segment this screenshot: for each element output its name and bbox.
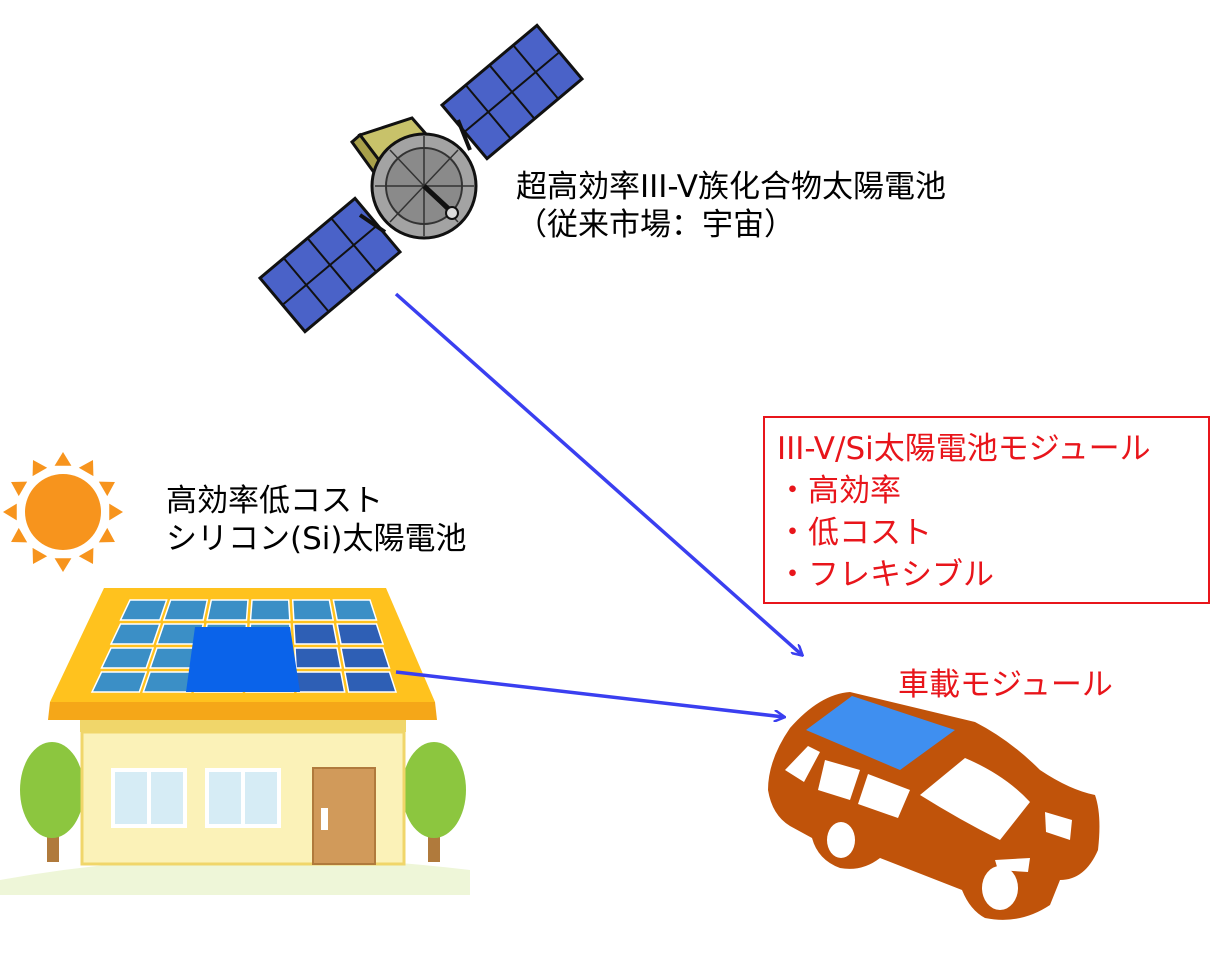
sun-ray	[32, 547, 48, 564]
sun-icon	[3, 452, 123, 572]
solar-cell	[90, 671, 148, 693]
sun-ray	[78, 460, 94, 477]
sun-ray	[98, 481, 115, 497]
sun-ray	[11, 527, 28, 543]
arrow-satellite-to-car	[394, 292, 802, 655]
sun-ray	[11, 481, 28, 497]
sun-ray	[98, 527, 115, 543]
satellite-label-line1: 超高効率III-V族化合物太陽電池	[516, 169, 947, 205]
feature-box-title: III-V/Si太陽電池モジュール	[777, 431, 1151, 467]
house-icon	[48, 588, 437, 866]
car-label: 車載モジュール	[898, 667, 1113, 703]
sun-ray	[32, 460, 48, 477]
solar-cell	[100, 647, 155, 669]
sun-ray	[54, 558, 72, 572]
feature-item-cost: ・低コスト	[777, 515, 932, 551]
satellite-icon	[257, 23, 585, 334]
satellite-label-line2: （従来市場：宇宙）	[516, 207, 795, 243]
highlighted-solar-module	[186, 627, 300, 692]
car-icon	[768, 692, 1100, 920]
solar-cell	[249, 599, 291, 621]
house-label-line1: 高効率低コスト	[166, 483, 383, 519]
feature-item-efficiency: ・高効率	[777, 473, 901, 509]
solar-cell	[332, 599, 378, 621]
feature-item-flexible: ・フレキシブル	[777, 557, 994, 593]
solar-cell	[109, 623, 161, 645]
sun-ray	[54, 452, 72, 466]
solar-cell	[206, 599, 249, 621]
solar-cell	[294, 647, 342, 669]
solar-cell	[162, 599, 209, 621]
solar-cell	[340, 647, 391, 669]
house-label-line2: シリコン(Si)太陽電池	[166, 521, 467, 557]
solar-panel-array	[90, 599, 398, 693]
solar-cell	[119, 599, 168, 621]
satellite-label: 超高効率III-V族化合物太陽電池 （従来市場：宇宙）	[516, 168, 946, 244]
sun-ray	[3, 503, 17, 521]
arrow-house-to-car	[395, 670, 784, 717]
solar-cell	[293, 623, 338, 645]
feature-box: III-V/Si太陽電池モジュール ・高効率 ・低コスト ・フレキシブル	[763, 416, 1210, 604]
solar-cell	[343, 671, 398, 693]
sun-ray	[78, 547, 94, 564]
sun-ray	[109, 503, 123, 521]
solar-cell	[295, 671, 346, 693]
tree-icon	[0, 742, 470, 895]
solar-cell	[291, 599, 335, 621]
house-label: 高効率低コスト シリコン(Si)太陽電池	[166, 482, 466, 558]
solar-cell	[336, 623, 385, 645]
